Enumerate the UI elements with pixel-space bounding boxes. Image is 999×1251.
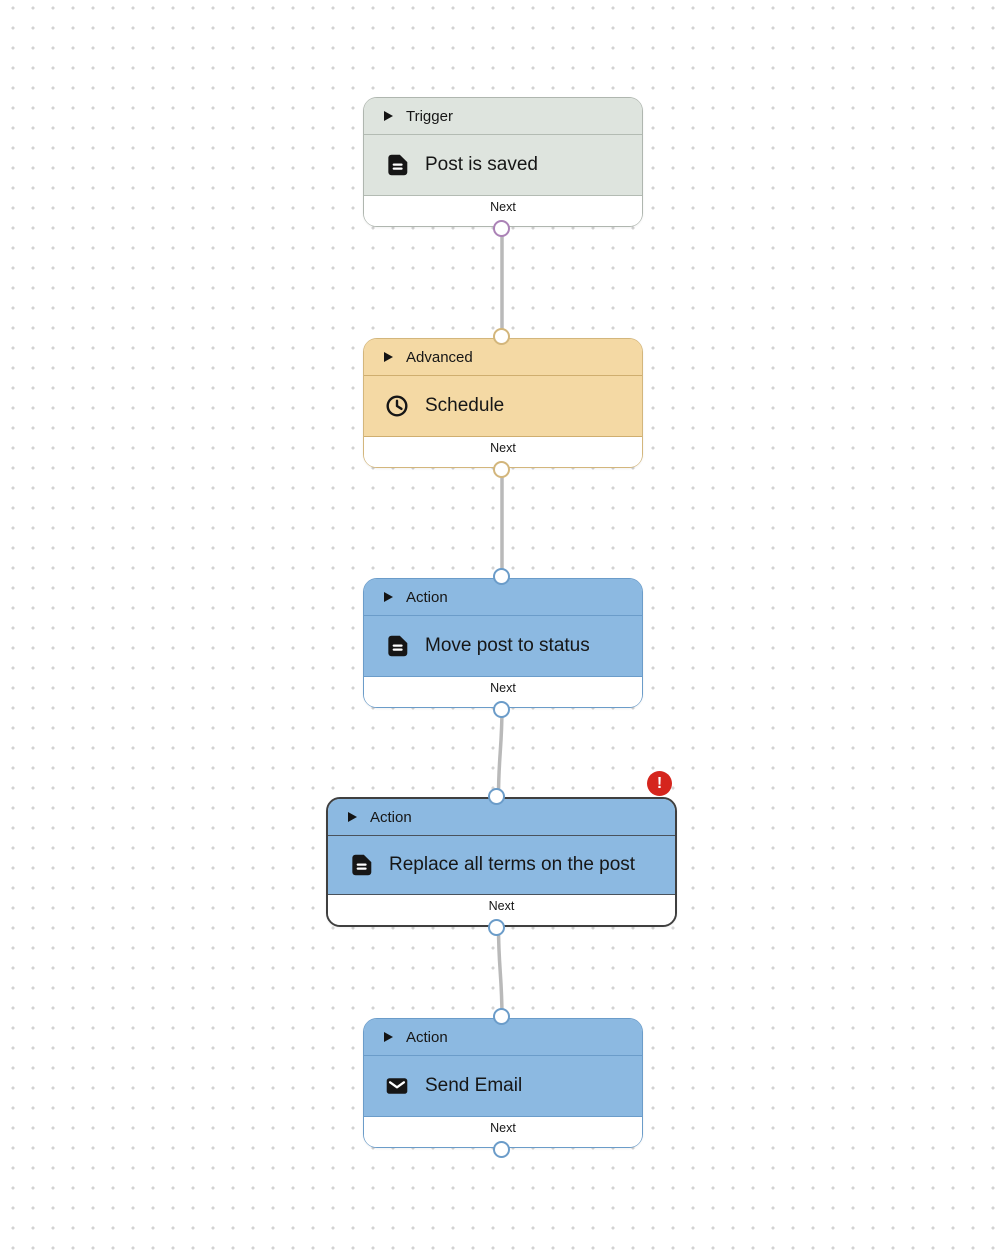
- node-body[interactable]: Send Email: [364, 1056, 642, 1116]
- mail-icon: [384, 1073, 410, 1099]
- node-category-header[interactable]: Trigger: [364, 98, 642, 135]
- workflow-node-trigger[interactable]: Trigger Post is saved Next: [363, 97, 643, 237]
- node-category-label: Trigger: [406, 107, 453, 125]
- node-category-header[interactable]: Action: [328, 799, 675, 836]
- collapse-triangle-icon: [384, 1032, 393, 1042]
- next-port-label: Next: [490, 441, 516, 455]
- collapse-triangle-icon: [348, 812, 357, 822]
- edge-connector: [496, 705, 504, 799]
- input-port[interactable]: [492, 328, 510, 345]
- node-body[interactable]: Post is saved: [364, 135, 642, 195]
- workflow-node-replace-terms[interactable]: ! Action Replace all terms on the post N…: [326, 771, 677, 936]
- collapse-triangle-icon: [384, 592, 393, 602]
- node-title: Replace all terms on the post: [389, 854, 636, 875]
- node-title: Post is saved: [425, 154, 538, 175]
- node-category-header[interactable]: Action: [364, 1019, 642, 1056]
- node-category-label: Action: [406, 1028, 448, 1046]
- node-category-header[interactable]: Action: [364, 579, 642, 616]
- document-icon: [384, 152, 410, 178]
- node-title: Move post to status: [425, 635, 590, 656]
- edge-connector: [496, 925, 504, 1020]
- node-category-label: Action: [370, 808, 412, 826]
- node-category-label: Advanced: [406, 348, 473, 366]
- input-port[interactable]: [488, 788, 505, 805]
- document-icon: [384, 633, 410, 659]
- collapse-triangle-icon: [384, 352, 393, 362]
- node-footer: Next: [364, 676, 642, 707]
- output-port-next[interactable]: [492, 461, 510, 478]
- workflow-node-schedule[interactable]: Advanced Schedule Next: [363, 328, 643, 478]
- next-port-label: Next: [490, 200, 516, 214]
- node-title: Send Email: [425, 1075, 523, 1096]
- node-body[interactable]: Schedule: [364, 376, 642, 436]
- clock-icon: [384, 393, 410, 419]
- node-title: Schedule: [425, 395, 505, 416]
- next-port-label: Next: [488, 899, 515, 913]
- node-body[interactable]: Replace all terms on the post: [328, 836, 675, 894]
- node-body[interactable]: Move post to status: [364, 616, 642, 676]
- next-port-label: Next: [490, 681, 516, 695]
- node-category-header[interactable]: Advanced: [364, 339, 642, 376]
- output-port-next[interactable]: [492, 701, 510, 718]
- workflow-node-send-email[interactable]: Action Send Email Next: [363, 1008, 643, 1158]
- workflow-node-move-post[interactable]: Action Move post to status Next: [363, 568, 643, 718]
- error-badge[interactable]: !: [647, 771, 672, 796]
- output-port-next[interactable]: [492, 220, 510, 237]
- document-icon: [348, 852, 374, 878]
- node-category-label: Action: [406, 588, 448, 606]
- input-port[interactable]: [492, 568, 510, 585]
- next-port-label: Next: [490, 1121, 516, 1135]
- collapse-triangle-icon: [384, 111, 393, 121]
- input-port[interactable]: [492, 1008, 510, 1025]
- output-port-next[interactable]: [492, 1141, 510, 1158]
- error-badge-glyph: !: [656, 774, 663, 792]
- output-port-next[interactable]: [488, 919, 505, 936]
